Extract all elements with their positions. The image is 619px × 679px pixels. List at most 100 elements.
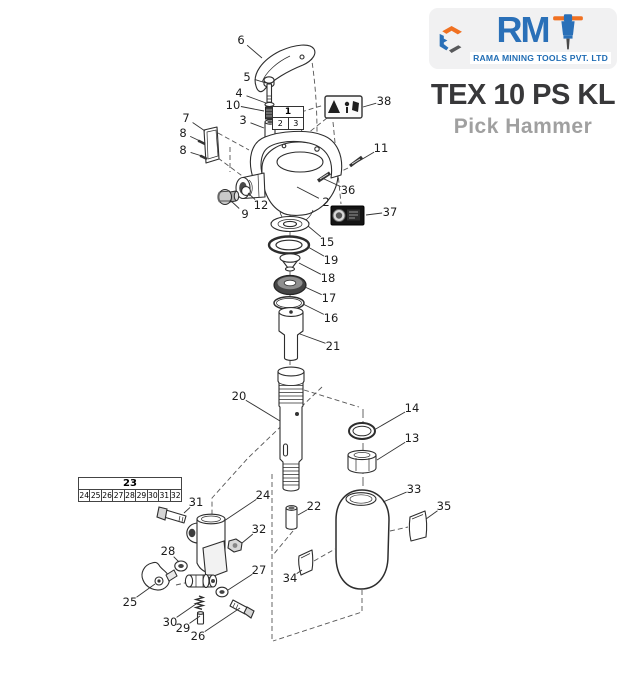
leader-line-35-25 (425, 510, 438, 520)
leader-line-21-20 (299, 333, 326, 344)
leader-line-25-31 (136, 583, 156, 598)
part-number-34-33: 34 (283, 571, 298, 585)
leader-line-3-4 (250, 122, 265, 129)
part-17-valve-seat (273, 274, 307, 296)
part-34-plate-label (298, 549, 314, 576)
ref-table-cell-29: 29 (136, 490, 148, 501)
logo-card: RM RAMA MINING TOOLS PVT. LTD (429, 8, 617, 69)
part-number-7-6: 7 (182, 111, 189, 125)
part-5-handle-bolt (263, 76, 275, 104)
leader-line-20-21 (245, 399, 281, 422)
part-19-o-ring (267, 235, 311, 255)
part-26-bolt (229, 599, 255, 619)
leader-line-32-29 (241, 533, 254, 544)
part-37-name-plate (330, 205, 365, 226)
part-number-31-28: 31 (189, 495, 204, 509)
leader-line-11-9 (353, 151, 375, 165)
part-28-ring (174, 560, 188, 572)
leader-line-33-24 (382, 491, 407, 503)
leader-line-17-18 (304, 286, 322, 296)
leader-line-36-10 (321, 177, 341, 188)
part-number-35-25: 35 (437, 499, 452, 513)
part-15-washer (270, 215, 310, 233)
part-number-8-7: 8 (179, 126, 186, 140)
leader-line-19-16 (307, 246, 325, 257)
ref-box-cell-3: 3 (293, 119, 299, 128)
part-number-33-24: 33 (407, 482, 422, 496)
part-18-valve (279, 253, 301, 272)
part-number-10-3: 10 (226, 98, 241, 112)
leader-line-14-22 (373, 411, 406, 431)
part-number-20-21: 20 (232, 389, 247, 403)
part-33-barrel (335, 489, 390, 590)
part-number-11-9: 11 (374, 141, 389, 155)
leader-line-24-27 (223, 499, 257, 522)
part-20-cylinder (277, 366, 305, 492)
ref-table-cell-28: 28 (125, 490, 137, 501)
part-number-28-30: 28 (161, 544, 176, 558)
ref-box-cell-2: 2 (273, 118, 289, 129)
leader-line-29-35 (189, 615, 201, 624)
leader-line-30-34 (176, 603, 197, 618)
ref-box-header: 1 (273, 107, 303, 118)
part-30-spring (193, 595, 206, 610)
part-13-nut (347, 449, 377, 474)
part-22-tube (285, 505, 298, 530)
ref-table-cell-31: 31 (159, 490, 171, 501)
product-subtitle: Pick Hammer (453, 115, 593, 138)
part-number-29-35: 29 (176, 621, 191, 635)
leader-line-18-17 (298, 262, 322, 275)
part-number-25-31: 25 (123, 595, 138, 609)
part-14-o-ring (348, 422, 376, 440)
leader-line-16-19 (302, 303, 325, 315)
part-number-37-12: 37 (383, 205, 398, 219)
part-16-ring (273, 296, 305, 310)
part-number-12-13: 12 (254, 198, 269, 212)
part-number-38-5: 38 (377, 94, 392, 108)
part-number-15-15: 15 (320, 235, 335, 249)
part-24-front-head (184, 513, 228, 589)
ref-table-cell-32: 32 (170, 491, 181, 500)
part-number-9-14: 9 (241, 207, 248, 221)
part-number-5-1: 5 (243, 70, 250, 84)
leader-line-31-28 (183, 507, 191, 514)
ref-table-header: 23 (79, 478, 181, 490)
logo-company-text: RAMA MINING TOOLS PVT. LTD (470, 52, 611, 64)
part-number-24-27: 24 (256, 488, 271, 502)
ref-table-cell-25: 25 (90, 490, 102, 501)
part-32-nut (227, 538, 243, 553)
ref-table-cell-24: 24 (79, 490, 91, 501)
leader-line-28-30 (173, 556, 180, 563)
leader-line-12-13 (247, 192, 256, 200)
part-number-4-2: 4 (235, 86, 242, 100)
jackhammer-icon (552, 14, 583, 50)
leader-line-5-1 (254, 78, 267, 84)
leader-line-34-33 (296, 569, 303, 574)
part-number-13-23: 13 (405, 431, 420, 445)
part-number-14-22: 14 (405, 401, 420, 415)
part-11-pin (349, 155, 363, 168)
part-number-30-34: 30 (163, 615, 178, 629)
part-number-3-4: 3 (239, 113, 246, 127)
part-35-plate-label (408, 510, 428, 542)
part-36-pin (317, 171, 331, 183)
leader-line-8-7 (190, 135, 201, 142)
part-number-8-8: 8 (179, 143, 186, 157)
rmt-hexagon-icon (439, 25, 462, 53)
part-number-26-36: 26 (191, 629, 206, 643)
ref-table-cell-26: 26 (102, 490, 114, 501)
leader-line-2-11 (296, 186, 320, 199)
leader-line-38-5 (362, 102, 377, 108)
leader-line-15-15 (307, 225, 322, 238)
leader-line-37-12 (365, 212, 383, 216)
leader-line-8-8 (190, 151, 203, 157)
part-number-32-29: 32 (252, 522, 267, 536)
logo-rm-text: RM (496, 9, 551, 50)
part-number-17-18: 17 (322, 291, 337, 305)
